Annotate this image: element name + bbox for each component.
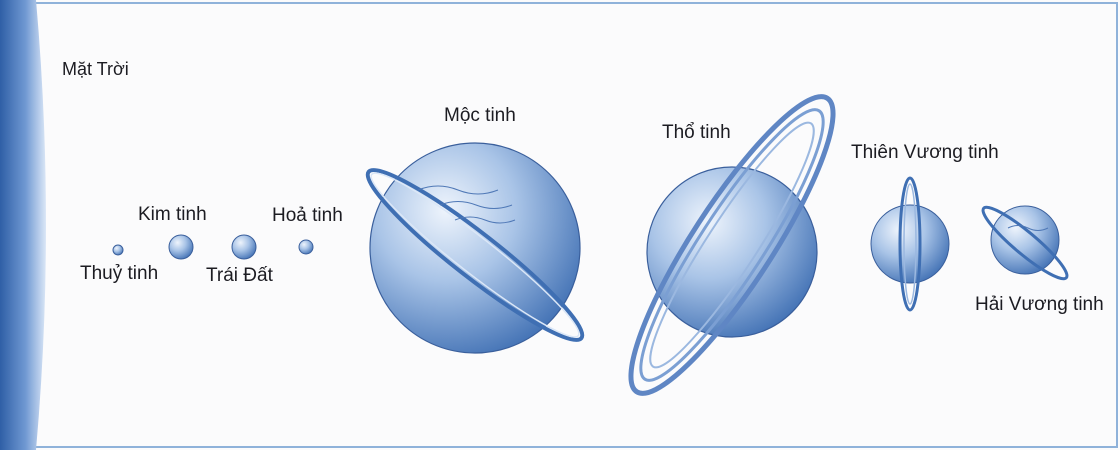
label-saturn: Thổ tinh [662,123,731,142]
planet-earth [232,235,256,259]
planet-neptune [977,200,1074,286]
label-uranus: Thiên Vương tinh [851,143,999,162]
planet-mercury [113,245,123,255]
label-earth: Trái Đất [206,266,273,285]
label-mars: Hoả tinh [272,206,343,225]
sun-edge [0,0,46,450]
planet-mars [299,240,313,254]
label-mercury: Thuỷ tinh [80,264,158,283]
planet-jupiter [355,143,595,355]
label-sun: Mặt Trời [62,60,129,78]
planet-saturn [603,76,861,413]
label-venus: Kim tinh [138,205,207,224]
label-jupiter: Mộc tinh [444,106,516,125]
planet-uranus [871,178,949,310]
label-neptune: Hải Vương tinh [975,295,1104,314]
planet-venus [169,235,193,259]
